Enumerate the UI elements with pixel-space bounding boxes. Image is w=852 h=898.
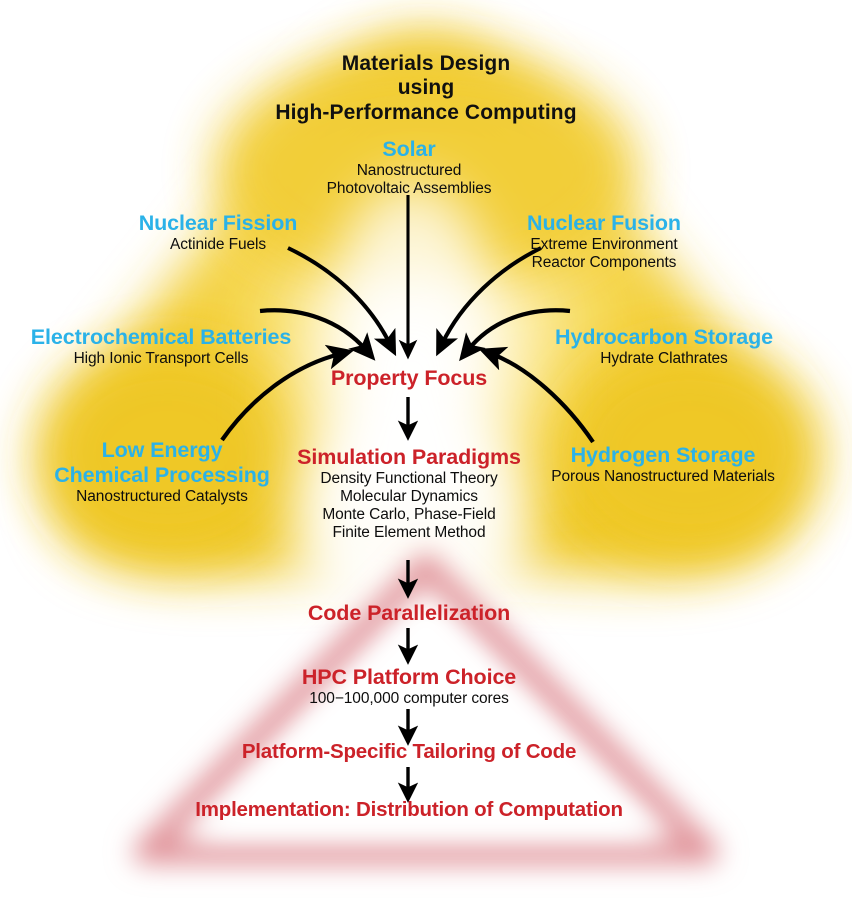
node-property-focus: Property Focus <box>331 366 487 391</box>
node-electrochemical-batteries: Electrochemical Batteries High Ionic Tra… <box>30 325 292 368</box>
node-hpc-platform-choice-sub-line-1: 100−100,000 computer cores <box>309 689 509 707</box>
node-hpc-platform-choice: HPC Platform Choice 100−100,000 computer… <box>302 665 516 708</box>
node-low-energy-chemical-processing-heading-line-1: Low Energy <box>101 438 223 462</box>
node-simulation-paradigms-sub-line-4: Finite Element Method <box>332 523 486 541</box>
node-hydrogen-storage-sub-line-1: Porous Nanostructured Materials <box>551 467 775 485</box>
figure-title-line-1: Materials Design <box>341 52 511 75</box>
node-nuclear-fusion-heading: Nuclear Fusion <box>527 211 681 235</box>
node-simulation-paradigms-sub-line-3: Monte Carlo, Phase-Field <box>322 505 496 523</box>
figure-title: Materials Design using High-Performance … <box>275 52 576 125</box>
node-platform-specific-tailoring: Platform-Specific Tailoring of Code <box>241 740 577 764</box>
node-hpc-platform-choice-heading: HPC Platform Choice <box>301 665 517 689</box>
node-code-parallelization: Code Parallelization <box>308 601 510 626</box>
node-hydrocarbon-storage: Hydrocarbon Storage Hydrate Clathrates <box>555 325 773 368</box>
node-simulation-paradigms-heading: Simulation Paradigms <box>297 445 521 469</box>
node-implementation: Implementation: Distribution of Computat… <box>195 798 623 822</box>
node-nuclear-fusion-sub-line-2: Reactor Components <box>531 253 677 271</box>
node-solar-heading: Solar <box>382 137 436 161</box>
node-low-energy-chemical-processing: Low Energy Chemical Processing Nanostruc… <box>54 438 270 506</box>
node-solar-sub-line-2: Photovoltaic Assemblies <box>326 179 492 197</box>
node-platform-specific-tailoring-heading: Platform-Specific Tailoring of Code <box>241 740 577 763</box>
node-nuclear-fission-sub-line-1: Actinide Fuels <box>170 235 266 253</box>
center-white-core <box>262 180 562 640</box>
node-low-energy-chemical-processing-sub-line-1: Nanostructured Catalysts <box>76 487 248 505</box>
node-hydrogen-storage-heading: Hydrogen Storage <box>570 443 756 467</box>
node-simulation-paradigms-sub-line-2: Molecular Dynamics <box>340 487 478 505</box>
node-hydrocarbon-storage-heading: Hydrocarbon Storage <box>555 325 773 349</box>
node-nuclear-fission-heading: Nuclear Fission <box>138 211 298 235</box>
node-solar-sub-line-1: Nanostructured <box>356 161 462 179</box>
node-nuclear-fission: Nuclear Fission Actinide Fuels <box>139 211 298 254</box>
node-simulation-paradigms-sub-line-1: Density Functional Theory <box>320 469 498 487</box>
node-solar: Solar Nanostructured Photovoltaic Assemb… <box>327 137 492 198</box>
node-code-parallelization-heading: Code Parallelization <box>307 601 511 625</box>
node-property-focus-heading: Property Focus <box>330 366 488 390</box>
node-hydrocarbon-storage-sub-line-1: Hydrate Clathrates <box>600 349 728 367</box>
node-simulation-paradigms: Simulation Paradigms Density Functional … <box>297 445 521 542</box>
node-implementation-heading: Implementation: Distribution of Computat… <box>195 798 623 821</box>
node-nuclear-fusion-sub-line-1: Extreme Environment <box>530 235 678 253</box>
figure-title-line-2: using <box>397 76 455 100</box>
node-low-energy-chemical-processing-heading-line-2: Chemical Processing <box>54 462 270 487</box>
node-nuclear-fusion: Nuclear Fusion Extreme Environment React… <box>527 211 681 272</box>
figure-title-line-3: High-Performance Computing <box>275 100 577 124</box>
node-electrochemical-batteries-heading: Electrochemical Batteries <box>30 325 292 349</box>
node-electrochemical-batteries-sub-line-1: High Ionic Transport Cells <box>73 349 249 367</box>
arrow-fission-to-property <box>287 246 397 357</box>
node-hydrogen-storage: Hydrogen Storage Porous Nanostructured M… <box>551 443 775 486</box>
